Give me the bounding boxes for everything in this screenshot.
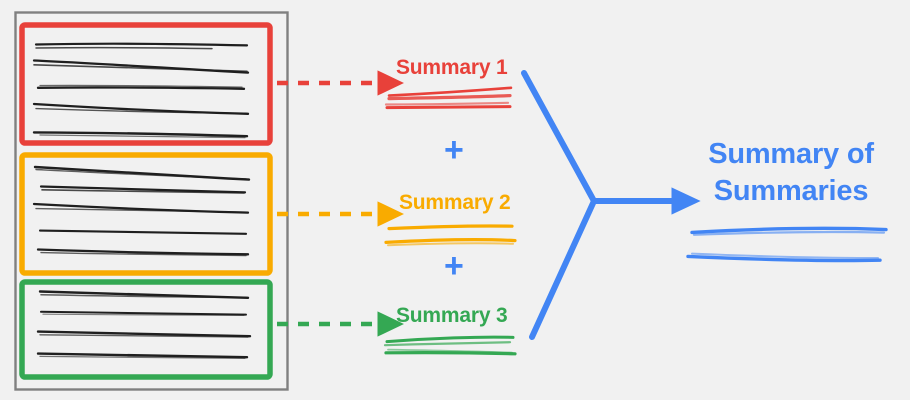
chunk-2-text-lines	[32, 165, 251, 257]
final-summary-underlines	[686, 226, 888, 263]
chunk-1-text-lines	[32, 42, 250, 139]
summary-3-underlines	[383, 335, 517, 356]
chunk-2-box[interactable]	[19, 152, 273, 276]
chunk-1-box[interactable]	[19, 22, 273, 146]
chunk-1-group[interactable]	[19, 22, 273, 146]
summary-2-label: Summary 2	[399, 191, 511, 214]
plus-operator-2: +	[444, 247, 464, 285]
plus-operator-1: +	[444, 131, 464, 169]
summary-1-underlines	[384, 86, 513, 110]
chunk-3-text-lines	[36, 290, 252, 359]
merge-connector	[521, 70, 597, 340]
summary-3-label: Summary 3	[396, 304, 508, 327]
document-stack-frame	[14, 11, 289, 391]
chunk-3-group[interactable]	[19, 279, 273, 380]
final-summary-line-2: Summaries	[713, 175, 869, 207]
chunk-2-group[interactable]	[19, 152, 273, 276]
final-summary-line-1: Summary of	[708, 138, 874, 170]
chunk-3-box[interactable]	[19, 279, 273, 380]
summary-1-label: Summary 1	[396, 56, 508, 79]
final-summary-label: Summary of Summaries	[696, 136, 886, 210]
summary-2-underlines	[384, 224, 517, 247]
